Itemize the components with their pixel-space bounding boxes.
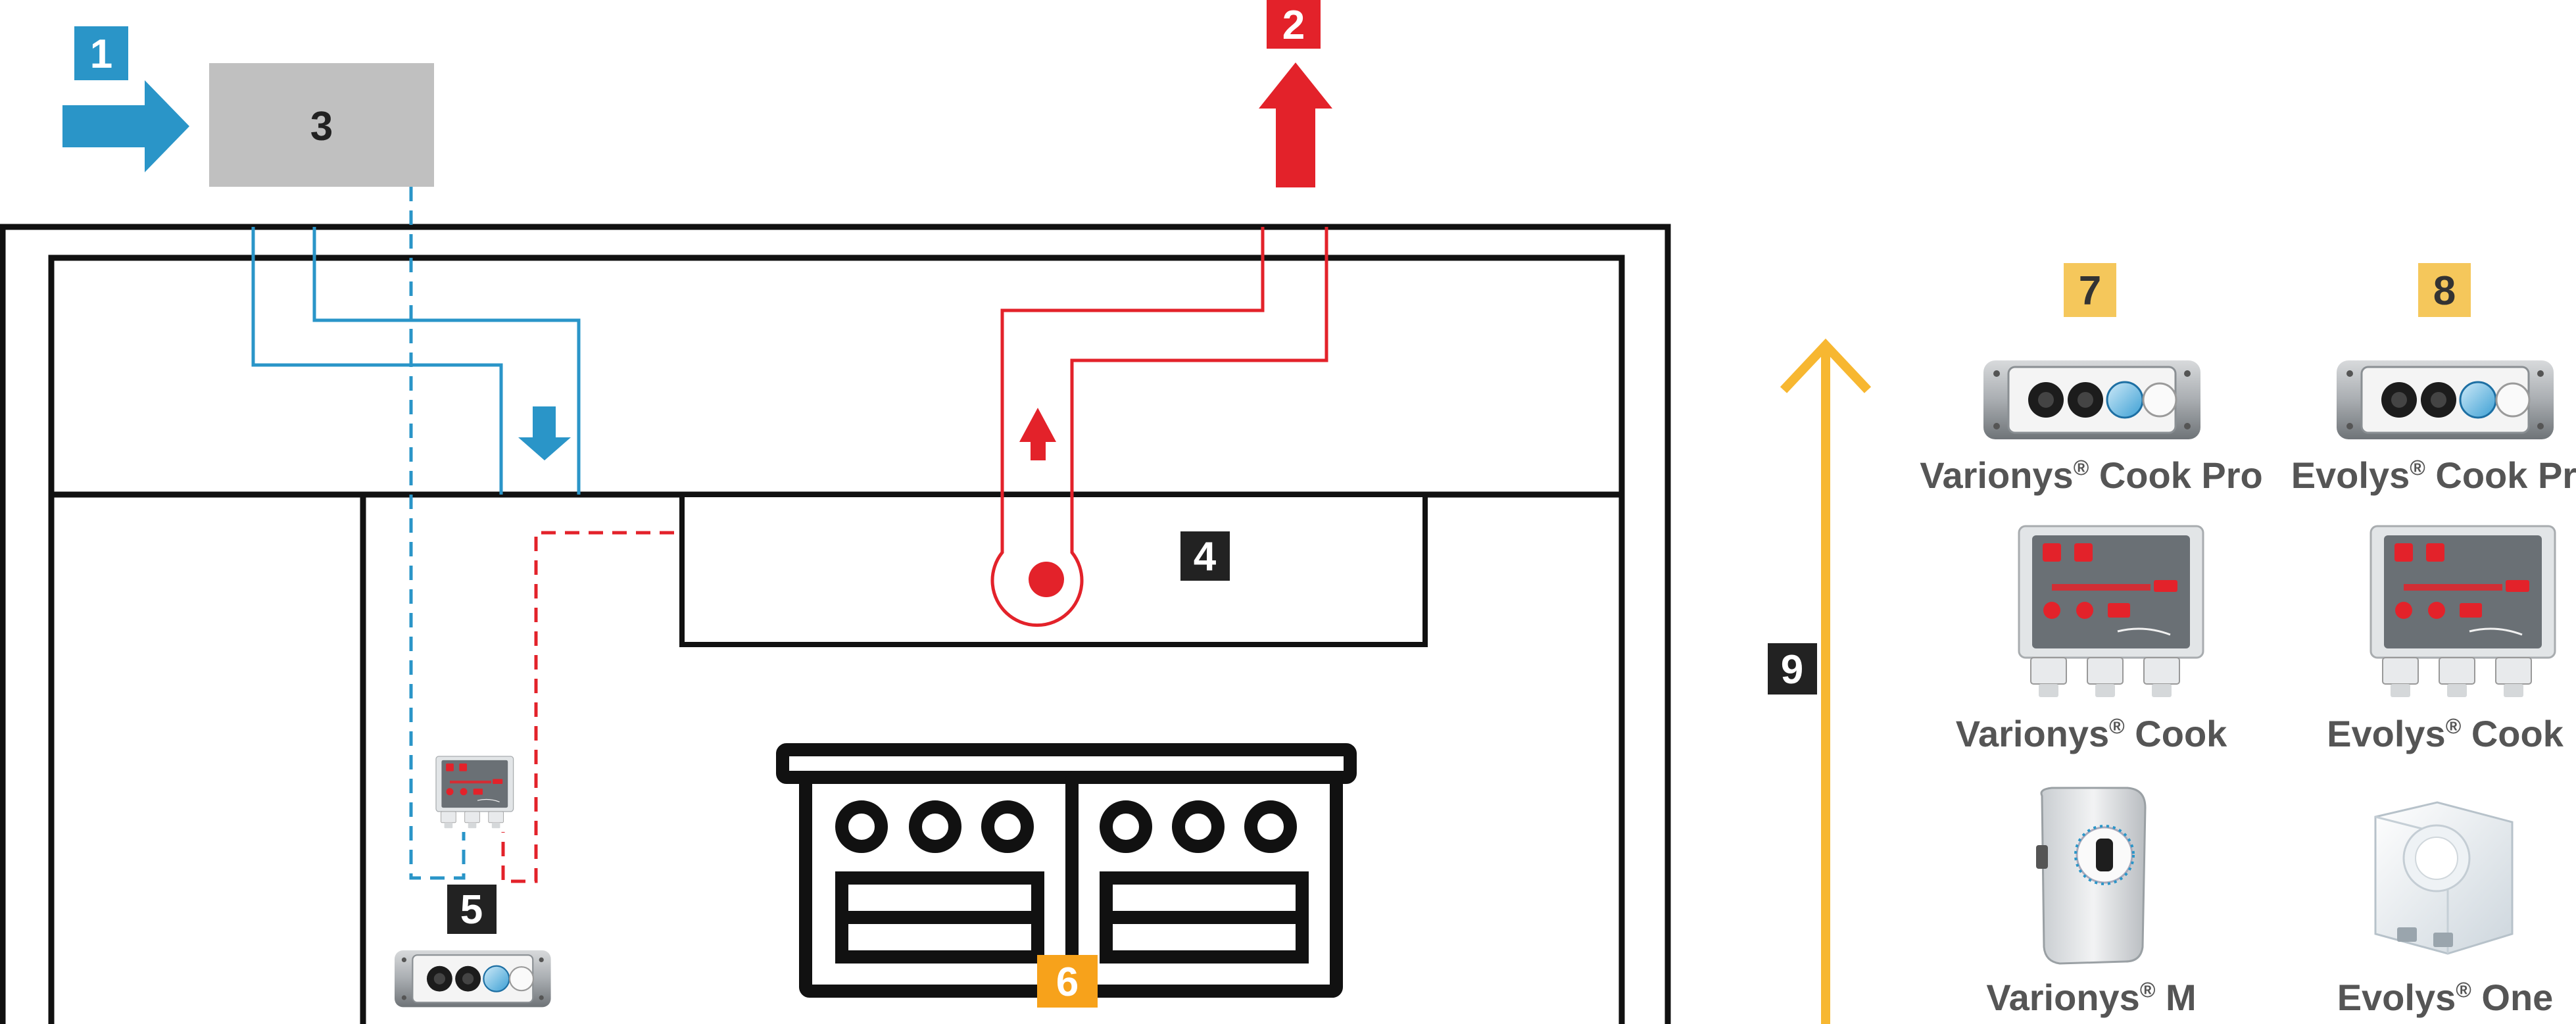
svg-text:4: 4: [1194, 534, 1217, 579]
label-evolys-one: Evolys® One: [2337, 977, 2554, 1018]
badge-1: 1: [74, 26, 128, 80]
air-handling-unit: [209, 63, 434, 187]
svg-text:5: 5: [460, 887, 483, 933]
exhaust-air-path: [501, 62, 1332, 883]
speed-controller-icon: [2036, 787, 2147, 965]
badge-8: 8: [2418, 263, 2471, 317]
arrow-up-icon: [1019, 408, 1056, 460]
control-panel-icon: [1982, 359, 2202, 441]
svg-text:8: 8: [2433, 268, 2456, 314]
badge-6: 6: [1037, 955, 1098, 1008]
badge-9: 9: [1768, 643, 1817, 695]
arrow-up-icon: [1780, 338, 1872, 1024]
speed-controller-icon: [2374, 801, 2514, 955]
controller-box-icon: [2018, 525, 2204, 698]
controller-box-icon: [435, 756, 514, 829]
label-varionys-cook: Varionys® Cook: [1956, 713, 2227, 754]
svg-text:6: 6: [1056, 960, 1079, 1005]
svg-text:7: 7: [2079, 268, 2101, 314]
badge-7: 7: [2064, 263, 2116, 317]
badge-3: 3: [310, 104, 333, 149]
control-panel-icon: [2335, 359, 2555, 441]
label-varionys-cook-pro: Varionys® Cook Pro: [1920, 454, 2263, 496]
supply-air-path: [62, 63, 581, 880]
label-varionys-m: Varionys® M: [1986, 977, 2196, 1018]
svg-text:9: 9: [1781, 647, 1803, 693]
controller-box-icon: [2369, 525, 2556, 698]
badge-2: 2: [1267, 0, 1321, 49]
label-evolys-cook-pro: Evolys® Cook Pro: [2291, 454, 2576, 496]
arrow-right-icon: [62, 80, 189, 172]
svg-text:2: 2: [1282, 3, 1305, 48]
svg-text:1: 1: [90, 32, 112, 77]
cooking-range-icon: [776, 743, 1357, 998]
badge-5: 5: [447, 885, 497, 934]
arrow-down-icon: [518, 406, 571, 460]
control-panel-icon: [393, 949, 552, 1008]
arrow-up-icon: [1259, 62, 1332, 187]
label-evolys-cook: Evolys® Cook: [2327, 713, 2564, 754]
extraction-point: [1029, 562, 1064, 597]
badge-4: 4: [1180, 531, 1230, 581]
svg-text:3: 3: [310, 104, 333, 149]
